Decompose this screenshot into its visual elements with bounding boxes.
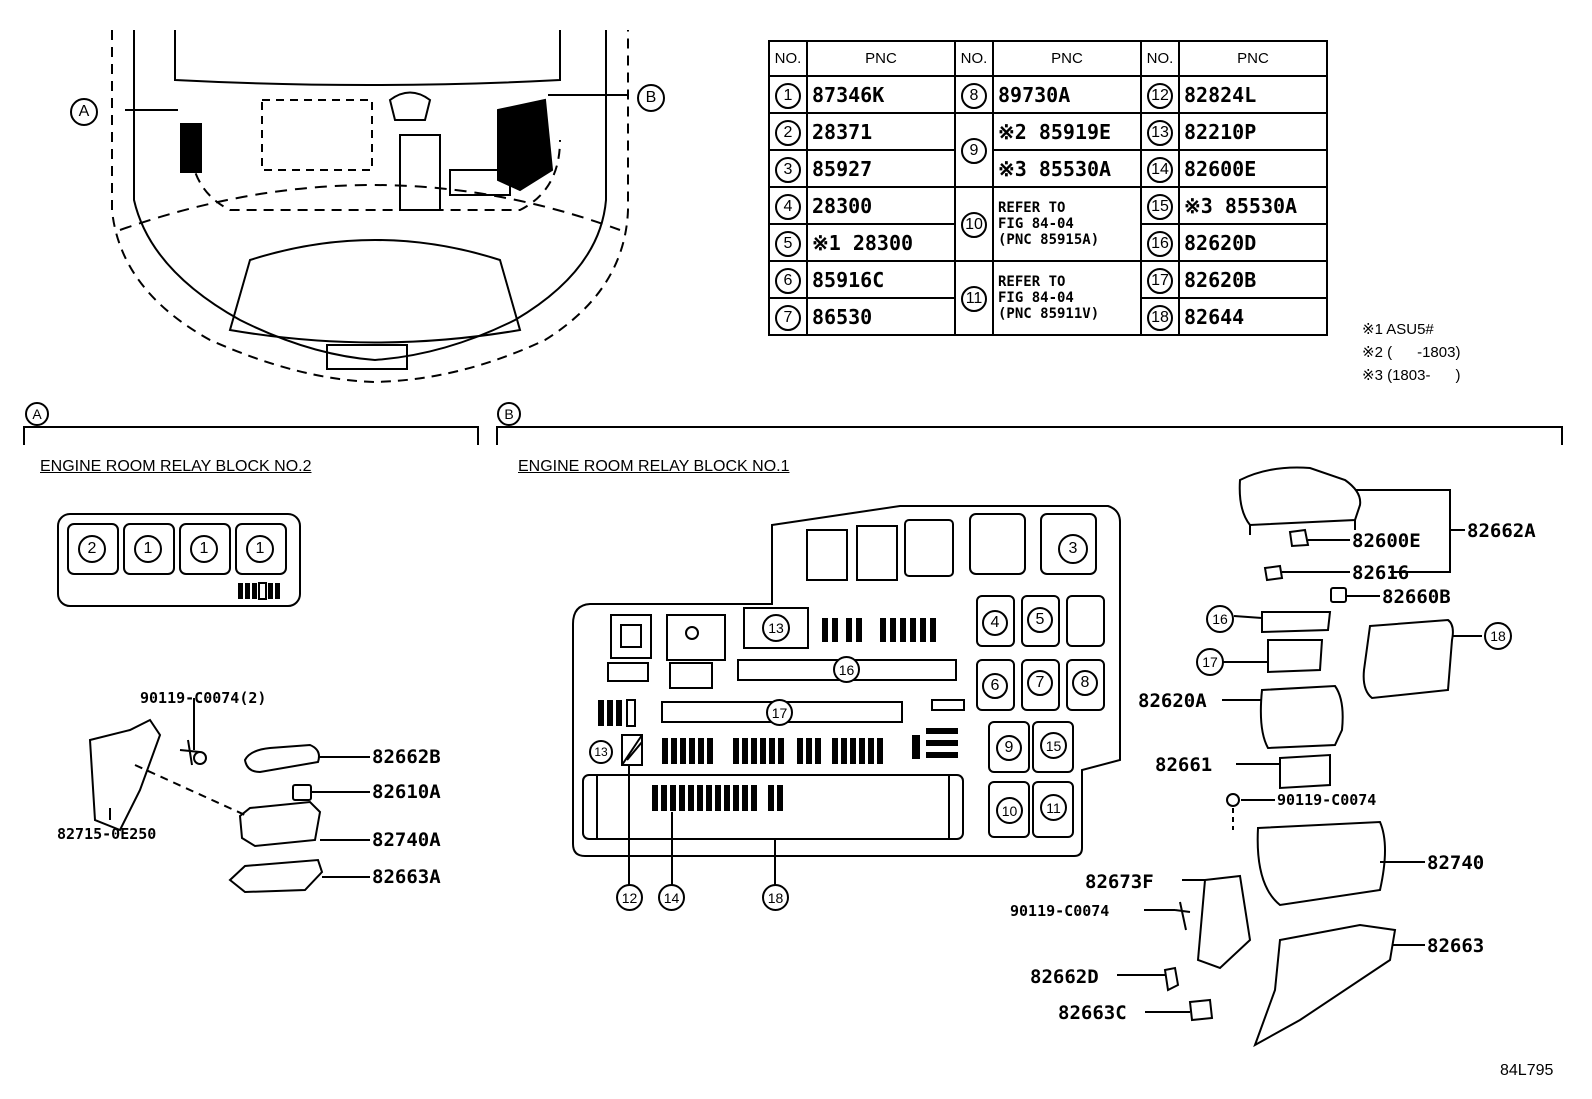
block-82620a — [1259, 684, 1344, 750]
layout-17: 17 — [766, 699, 793, 726]
table-header-pnc-3: PNC — [1178, 40, 1328, 77]
cover-82662a — [1238, 466, 1362, 527]
layout-16: 16 — [833, 656, 860, 683]
relay-block-1-outline — [572, 505, 1121, 857]
bracket-82673f — [1196, 874, 1252, 970]
table-row: 6 — [768, 260, 808, 299]
note-2: ※2 ( -1803) — [1362, 344, 1461, 361]
layout-5: 5 — [1027, 607, 1053, 633]
label-90119-c0074-top: 90119-C0074 — [1277, 791, 1377, 809]
relay-18 — [1362, 618, 1454, 700]
table-header-pnc-1: PNC — [806, 40, 956, 77]
pnc-table: NO. PNC NO. PNC NO. PNC 1 87346K 8 89730… — [768, 40, 1328, 336]
relay-block-1-location — [497, 98, 554, 192]
table-row: 3 — [768, 149, 808, 188]
relay-position-2: 2 — [78, 535, 106, 563]
table-row: 5 — [768, 223, 808, 262]
car-overview-drawing — [111, 30, 629, 384]
callout-17: 17 — [1196, 648, 1224, 676]
label-bolt-90119: 90119-C0074(2) — [140, 689, 267, 707]
layout-11: 11 — [1040, 794, 1067, 821]
bracket-82715 — [88, 718, 162, 832]
layout-6: 6 — [982, 673, 1008, 699]
table-header-pnc-2: PNC — [992, 40, 1142, 77]
layout-15: 15 — [1040, 732, 1067, 759]
label-82740a: 82740A — [372, 829, 441, 851]
note-3: ※3 (1803- ) — [1362, 367, 1461, 384]
table-header-no-3: NO. — [1140, 40, 1180, 77]
layout-12: 12 — [616, 884, 643, 911]
table-header-no-2: NO. — [954, 40, 994, 77]
lower-82663 — [1253, 923, 1397, 1048]
label-82660b: 82660B — [1382, 586, 1451, 608]
table-row: 7 — [768, 297, 808, 336]
section-a-title: ENGINE ROOM RELAY BLOCK NO.2 — [40, 458, 312, 475]
callout-16: 16 — [1206, 605, 1234, 633]
relay-position-1: 1 — [190, 535, 218, 563]
layout-4: 4 — [982, 610, 1008, 636]
layout-10: 10 — [996, 797, 1023, 824]
table-row: 2 — [768, 112, 808, 151]
layout-9: 9 — [996, 735, 1022, 761]
label-82740: 82740 — [1427, 852, 1485, 874]
label-82662b: 82662B — [372, 746, 441, 768]
section-a-marker: A — [25, 402, 49, 426]
section-a-bracket — [23, 426, 479, 445]
figure-id: 84L795 — [1500, 1062, 1554, 1079]
layout-8: 8 — [1072, 670, 1098, 696]
label-82600e: 82600E — [1352, 530, 1421, 552]
block-82740a — [238, 800, 322, 848]
label-82662d: 82662D — [1030, 966, 1099, 988]
note-1: ※1 ASU5# — [1362, 321, 1434, 338]
callout-18: 18 — [1484, 622, 1512, 650]
relay-block-2-location — [180, 123, 202, 173]
relay-block-2-outline — [57, 513, 301, 607]
label-82620a: 82620A — [1138, 690, 1207, 712]
overview-marker-b: B — [637, 84, 665, 112]
fuse-17 — [1267, 639, 1324, 674]
label-90119-c0074-bottom: 90119-C0074 — [1010, 902, 1110, 920]
label-82663: 82663 — [1427, 935, 1485, 957]
label-82616: 82616 — [1352, 562, 1410, 584]
fuse-16 — [1261, 611, 1332, 634]
connector-82661 — [1279, 753, 1331, 790]
label-82662a: 82662A — [1467, 520, 1536, 542]
cover-82662b — [243, 743, 320, 774]
label-82715: 82715-0E250 — [57, 825, 157, 843]
relay-position-1: 1 — [246, 535, 274, 563]
layout-13: 13 — [589, 740, 613, 764]
section-b-title: ENGINE ROOM RELAY BLOCK NO.1 — [518, 458, 790, 475]
layout-3: 3 — [1058, 534, 1088, 564]
layout-14: 14 — [658, 884, 685, 911]
label-82673f: 82673F — [1085, 871, 1154, 893]
layout-18: 18 — [762, 884, 789, 911]
lower-82663a — [228, 858, 324, 894]
layout-13: 13 — [762, 614, 790, 642]
table-row: 1 — [768, 75, 808, 114]
relay-position-1: 1 — [134, 535, 162, 563]
label-82610a: 82610A — [372, 781, 441, 803]
block-82740 — [1256, 820, 1386, 907]
layout-7: 7 — [1027, 670, 1053, 696]
table-header-no-1: NO. — [768, 40, 808, 77]
table-row: 4 — [768, 186, 808, 225]
section-b-marker: B — [497, 402, 521, 426]
label-82661: 82661 — [1155, 754, 1213, 776]
label-82663c: 82663C — [1058, 1002, 1127, 1024]
section-b-bracket — [496, 426, 1563, 445]
label-82663a: 82663A — [372, 866, 441, 888]
overview-marker-a: A — [70, 98, 98, 126]
